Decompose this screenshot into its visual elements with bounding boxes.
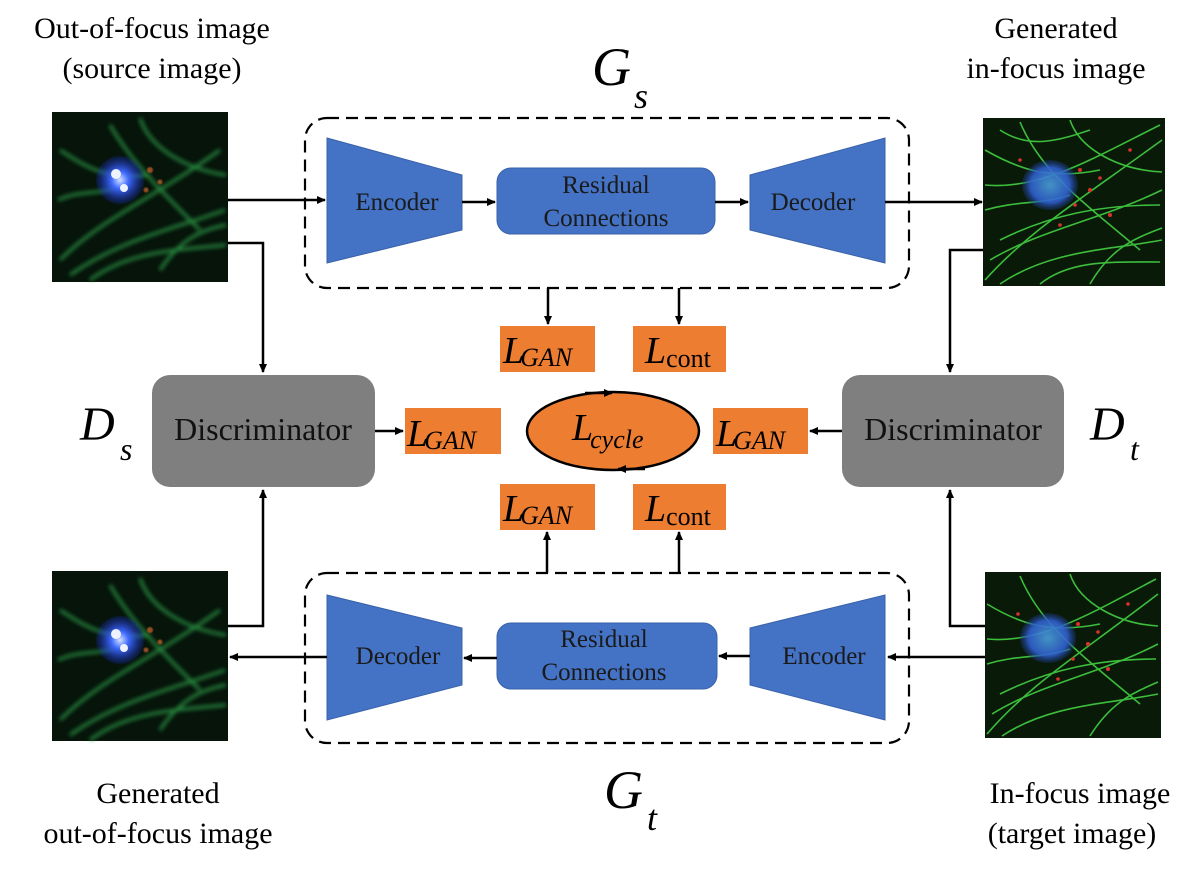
svg-text:Lcont: Lcont	[644, 488, 712, 531]
ds-sub: s	[120, 431, 132, 467]
discriminator-dt-label: Discriminator	[864, 411, 1042, 447]
gs-residual-label-1: Residual	[562, 172, 650, 199]
gen-in-caption-line1: Generated	[994, 12, 1117, 45]
target-caption-line1: In-focus image	[990, 777, 1171, 810]
source-image	[52, 112, 228, 282]
discriminator-ds-label: Discriminator	[174, 411, 352, 447]
generated-in-focus-image	[983, 118, 1165, 286]
dt-letter: D	[1089, 398, 1125, 451]
gt-sub: t	[647, 798, 658, 838]
loss-cont-top-L: L	[644, 330, 666, 372]
loss-cont-top-sub: cont	[666, 344, 712, 373]
loss-gan-top: LGAN	[500, 326, 595, 372]
loss-gan-bottom-L: L	[502, 488, 524, 530]
gt-letter: G	[604, 760, 643, 820]
connectors	[228, 196, 985, 662]
target-caption-line2: (target image)	[988, 817, 1157, 850]
gt-encoder-label: Encoder	[782, 643, 866, 670]
loss-gan-right-L: L	[715, 413, 737, 455]
loss-cycle-sub: cycle	[590, 425, 643, 454]
gen-out-caption-line1: Generated	[96, 777, 219, 810]
gt-residual-label-2: Connections	[542, 659, 667, 686]
loss-gan-left-sub: GAN	[424, 426, 478, 455]
gt-residual	[496, 622, 718, 690]
loss-gan-top-L: L	[502, 330, 524, 372]
loss-cont-bottom-L: L	[644, 488, 666, 530]
gs-residual-label-2: Connections	[544, 205, 669, 232]
svg-text:LGAN: LGAN	[502, 330, 574, 372]
loss-gan-bottom: LGAN	[500, 484, 595, 530]
gen-out-caption-line2: out-of-focus image	[43, 817, 272, 850]
gs-encoder	[326, 137, 463, 264]
loss-cont-bottom: Lcont	[633, 484, 726, 531]
loss-gan-right-sub: GAN	[733, 426, 787, 455]
source-caption-line2: (source image)	[62, 52, 241, 85]
gen-in-caption-line2: in-focus image	[966, 52, 1145, 85]
svg-text:Lcont: Lcont	[644, 330, 712, 373]
gs-encoder-label: Encoder	[355, 189, 439, 216]
svg-text:LGAN: LGAN	[502, 488, 574, 530]
ds-letter: D	[79, 398, 115, 451]
loss-cont-bottom-sub: cont	[666, 502, 712, 531]
loss-gan-bottom-sub: GAN	[520, 501, 574, 530]
gt-decoder-label: Decoder	[356, 643, 441, 670]
generated-out-of-focus-image	[52, 571, 228, 742]
loss-gan-right: LGAN	[713, 408, 808, 455]
discriminator-ds	[152, 375, 375, 487]
svg-text:LGAN: LGAN	[406, 413, 478, 455]
gt-encoder	[749, 594, 886, 721]
ds-label: D s	[79, 398, 132, 467]
gt-label: G t	[604, 760, 658, 838]
loss-cycle: Lcycle	[525, 389, 701, 473]
gs-sub: s	[634, 76, 648, 116]
loss-gan-left-L: L	[406, 413, 428, 455]
gs-label: G s	[592, 37, 648, 116]
svg-text:Lcycle: Lcycle	[571, 407, 644, 454]
svg-text:LGAN: LGAN	[715, 413, 787, 455]
discriminator-dt	[842, 375, 1064, 487]
source-caption-line1: Out-of-focus image	[34, 12, 270, 45]
gs-decoder	[749, 137, 886, 264]
gt-residual-label-1: Residual	[560, 626, 648, 653]
dt-label: D t	[1089, 398, 1140, 467]
gs-decoder-label: Decoder	[771, 189, 856, 216]
gt-decoder	[326, 594, 463, 721]
gs-letter: G	[592, 37, 631, 97]
target-image	[985, 572, 1161, 738]
loss-gan-top-sub: GAN	[520, 343, 574, 372]
loss-gan-left: LGAN	[405, 408, 501, 455]
dt-sub: t	[1130, 431, 1140, 467]
loss-cont-top: Lcont	[633, 326, 726, 373]
loss-cycle-L: L	[571, 407, 593, 449]
